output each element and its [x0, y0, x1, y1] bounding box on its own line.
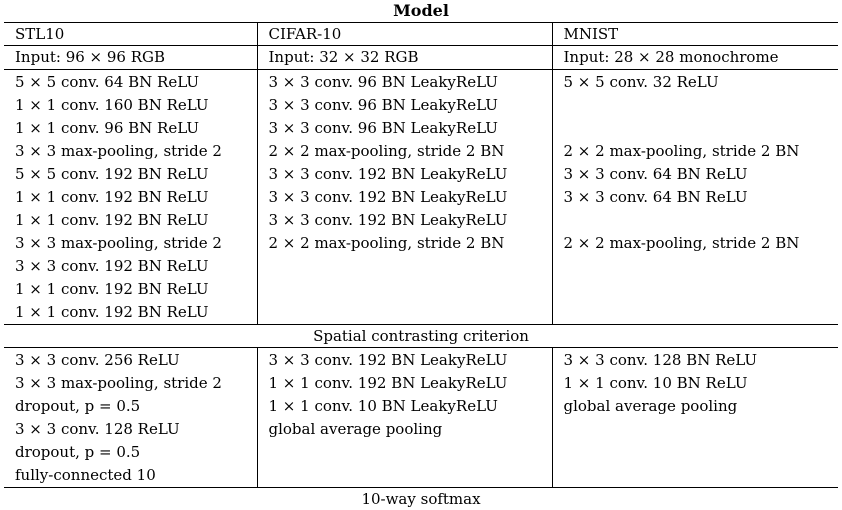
layer-line: 3 × 3 conv. 128 ReLU: [15, 418, 257, 441]
layer-line: [269, 301, 552, 324]
spatial-contrasting-cell: Spatial contrasting criterion: [4, 325, 838, 348]
table-title: Model: [0, 1, 842, 21]
column-header-mnist: MNIST: [552, 23, 838, 46]
layer-line: 3 × 3 conv. 96 BN LeakyReLU: [269, 94, 552, 117]
layer-line: 1 × 1 conv. 192 BN LeakyReLU: [269, 372, 552, 395]
layer-line: [564, 255, 839, 278]
spatial-contrasting-row: Spatial contrasting criterion: [4, 325, 838, 348]
layer-line: global average pooling: [564, 395, 839, 418]
layer-line: 5 × 5 conv. 192 BN ReLU: [15, 163, 257, 186]
layer-line: 1 × 1 conv. 192 BN ReLU: [15, 301, 257, 324]
layer-line: 3 × 3 conv. 96 BN LeakyReLU: [269, 117, 552, 140]
layer-line: 1 × 1 conv. 192 BN ReLU: [15, 186, 257, 209]
layer-line: [564, 418, 839, 441]
layer-line: 3 × 3 conv. 64 BN ReLU: [564, 163, 839, 186]
layer-line: 1 × 1 conv. 160 BN ReLU: [15, 94, 257, 117]
layer-line: 2 × 2 max-pooling, stride 2 BN: [269, 140, 552, 163]
layer-line: [564, 464, 839, 487]
layer-line: 3 × 3 conv. 192 BN LeakyReLU: [269, 349, 552, 372]
layer-line: [564, 278, 839, 301]
layer-line: 3 × 3 max-pooling, stride 2: [15, 372, 257, 395]
layer-line: 5 × 5 conv. 32 ReLU: [564, 71, 839, 94]
layer-line: global average pooling: [269, 418, 552, 441]
layer-line: 1 × 1 conv. 10 BN LeakyReLU: [269, 395, 552, 418]
layer-line: 1 × 1 conv. 192 BN ReLU: [15, 209, 257, 232]
input-cell-mnist: Input: 28 × 28 monochrome: [552, 46, 838, 70]
layer-line: [564, 209, 839, 232]
layer-line: dropout, p = 0.5: [15, 395, 257, 418]
layer-line: 3 × 3 conv. 192 BN ReLU: [15, 255, 257, 278]
layer-line: 3 × 3 conv. 64 BN ReLU: [564, 186, 839, 209]
layer-line: 2 × 2 max-pooling, stride 2 BN: [564, 232, 839, 255]
layer-line: 1 × 1 conv. 96 BN ReLU: [15, 117, 257, 140]
layer-line: [269, 464, 552, 487]
input-cell-cifar10: Input: 32 × 32 RGB: [257, 46, 552, 70]
encoder-cell-mnist: 5 × 5 conv. 32 ReLU 2 × 2 max-pooling, st…: [552, 70, 838, 325]
layer-line: 3 × 3 conv. 192 BN LeakyReLU: [269, 186, 552, 209]
layer-line: 3 × 3 conv. 128 BN ReLU: [564, 349, 839, 372]
layer-line: 1 × 1 conv. 192 BN ReLU: [15, 278, 257, 301]
input-cell-stl10: Input: 96 × 96 RGB: [4, 46, 257, 70]
layer-line: 2 × 2 max-pooling, stride 2 BN: [564, 140, 839, 163]
column-header-stl10: STL10: [4, 23, 257, 46]
layer-line: [564, 94, 839, 117]
layer-line: fully-connected 10: [15, 464, 257, 487]
layer-line: dropout, p = 0.5: [15, 441, 257, 464]
layer-line: 2 × 2 max-pooling, stride 2 BN: [269, 232, 552, 255]
layer-line: 3 × 3 conv. 256 ReLU: [15, 349, 257, 372]
layer-line: 5 × 5 conv. 64 BN ReLU: [15, 71, 257, 94]
layer-line: 3 × 3 max-pooling, stride 2: [15, 232, 257, 255]
column-header-cifar10: CIFAR-10: [257, 23, 552, 46]
layer-line: 3 × 3 conv. 192 BN LeakyReLU: [269, 209, 552, 232]
layer-line: 1 × 1 conv. 10 BN ReLU: [564, 372, 839, 395]
layer-line: 3 × 3 max-pooling, stride 2: [15, 140, 257, 163]
layer-line: [564, 441, 839, 464]
layer-line: [269, 255, 552, 278]
layer-line: 3 × 3 conv. 96 BN LeakyReLU: [269, 71, 552, 94]
layer-line: [564, 117, 839, 140]
input-row: Input: 96 × 96 RGB Input: 32 × 32 RGB In…: [4, 46, 838, 70]
layer-line: [269, 441, 552, 464]
layer-line: [564, 301, 839, 324]
layer-line: 3 × 3 conv. 192 BN LeakyReLU: [269, 163, 552, 186]
column-header-row: STL10 CIFAR-10 MNIST: [4, 23, 838, 46]
layer-line: [269, 278, 552, 301]
model-architecture-table: STL10 CIFAR-10 MNIST Input: 96 × 96 RGB …: [4, 22, 838, 510]
